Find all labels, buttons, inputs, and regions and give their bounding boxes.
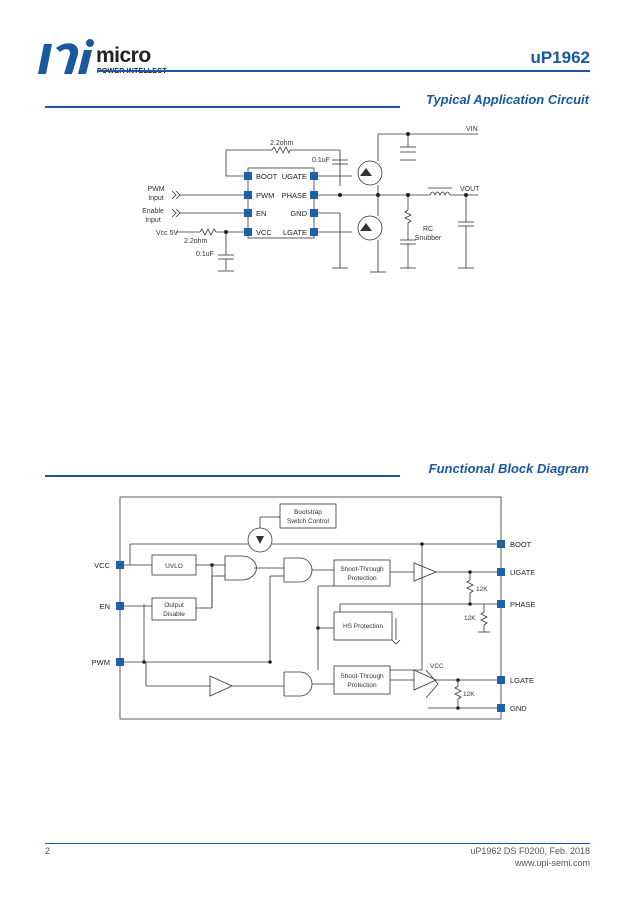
label-snubber-2: Snubber xyxy=(415,235,442,242)
label-vcc: Vcc 5V xyxy=(156,230,179,237)
pin-vcc: VCC xyxy=(256,228,272,237)
logo-text: micro xyxy=(96,44,151,67)
block-output-disable-1: Output xyxy=(164,602,184,609)
label-enable-input-2: Input xyxy=(145,217,161,224)
section-title-typical: Typical Application Circuit xyxy=(425,92,589,107)
label-enable-input-1: Enable xyxy=(142,208,164,215)
footer-doc: uP1962 DS F0200, Feb. 2018 xyxy=(470,846,590,856)
block-bootstrap-1: Bootstrap xyxy=(294,509,322,516)
block-bootstrap-2: Switch Control xyxy=(287,518,329,525)
block-st1-1: Shoot-Through xyxy=(340,566,384,573)
bd-pin-en: EN xyxy=(100,602,110,611)
label-r2: 12K xyxy=(464,615,476,622)
block-hs: HS Protection xyxy=(343,623,383,630)
label-c-vcc: 0.1uF xyxy=(196,251,214,258)
section-title-block: Functional Block Diagram xyxy=(428,461,589,476)
footer-url[interactable]: www.upi-semi.com xyxy=(514,858,590,868)
functional-block-diagram: VCC EN PWM BOOT UGATE PHASE LGATE GND Bo… xyxy=(92,496,535,720)
upi-logo-icon xyxy=(38,39,94,74)
label-bd-vcc: VCC xyxy=(430,663,444,670)
header-rule xyxy=(97,70,590,72)
section-rule-block xyxy=(45,475,400,477)
block-st1-2: Protection xyxy=(347,575,377,582)
label-r-boot: 2.2ohm xyxy=(270,140,294,147)
page-number: 2 xyxy=(45,846,51,856)
pin-boot: BOOT xyxy=(256,172,278,181)
label-pwm-input-2: Input xyxy=(148,195,164,202)
label-vout: VOUT xyxy=(460,186,480,193)
label-r3: 12K xyxy=(463,691,475,698)
pin-phase: PHASE xyxy=(282,191,307,200)
bd-pin-gnd: GND xyxy=(510,704,527,713)
part-number: uP1962 xyxy=(530,48,590,67)
pin-pwm: PWM xyxy=(256,191,274,200)
label-c-boot: 0.1uF xyxy=(312,157,330,164)
block-output-disable-2: Disable xyxy=(163,611,185,618)
block-st2-2: Protection xyxy=(347,682,377,689)
pin-ugate: UGATE xyxy=(282,172,307,181)
block-uvlo: UVLO xyxy=(165,563,183,570)
bd-pin-boot: BOOT xyxy=(510,540,532,549)
label-r1: 12K xyxy=(476,586,488,593)
label-r-vcc: 2.2ohm xyxy=(184,238,208,245)
label-pwm-input-1: PWM xyxy=(147,186,164,193)
typical-application-circuit: BOOT PWM EN VCC UGATE PHASE GND LGATE 2.… xyxy=(142,126,480,273)
footer-rule xyxy=(45,843,590,844)
bd-pin-lgate: LGATE xyxy=(510,676,534,685)
bd-pin-pwm: PWM xyxy=(92,658,110,667)
block-st2-1: Shoot-Through xyxy=(340,673,384,680)
bd-pin-phase: PHASE xyxy=(510,600,535,609)
pin-lgate: LGATE xyxy=(283,228,307,237)
section-rule-typical xyxy=(45,106,400,108)
pin-en: EN xyxy=(256,209,266,218)
bd-pin-vcc: VCC xyxy=(94,561,110,570)
bd-pin-ugate: UGATE xyxy=(510,568,535,577)
label-snubber-1: RC xyxy=(423,226,433,233)
pin-gnd: GND xyxy=(290,209,307,218)
label-vin: VIN xyxy=(466,126,478,133)
